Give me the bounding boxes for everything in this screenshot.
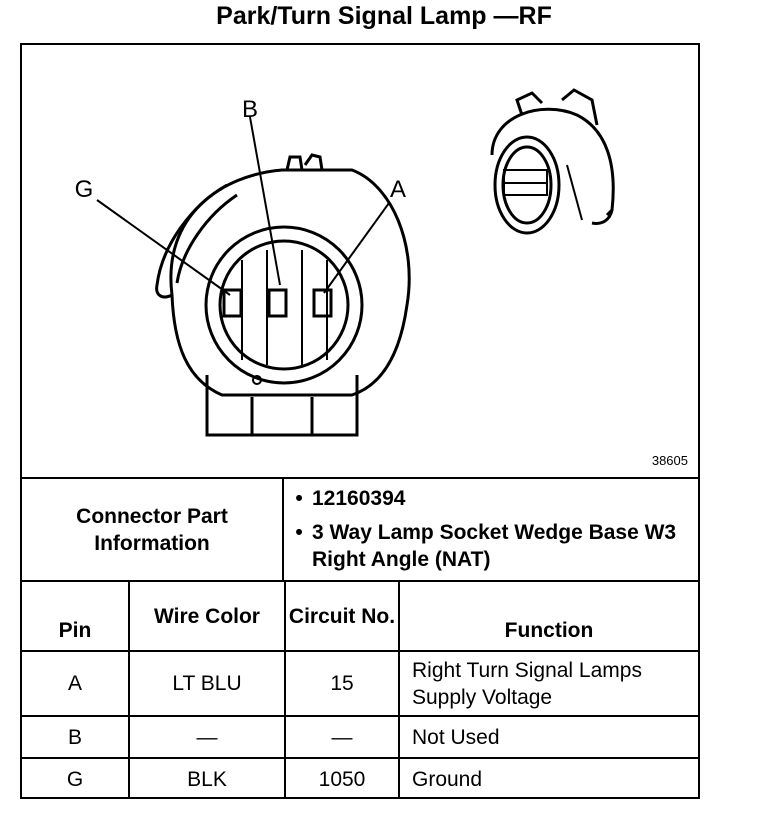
- connector-sheet: B G A 38605 Connector Part Information •…: [20, 43, 700, 799]
- table-row-function: Right Turn Signal Lamps Supply Voltage: [412, 658, 642, 709]
- header-circuit-no: Circuit No.: [288, 604, 396, 628]
- header-wire-color: Wire Color: [154, 604, 260, 628]
- table-row-circuit: 15: [330, 672, 354, 695]
- pin-label-a: A: [390, 176, 406, 203]
- table-row-wire-color: LT BLU: [172, 672, 242, 695]
- divider: [128, 582, 130, 799]
- divider: [22, 650, 698, 652]
- divider: [22, 580, 698, 582]
- pin-label-g: G: [75, 176, 94, 203]
- page-title: Park/Turn Signal Lamp —RF: [216, 2, 552, 30]
- bullet-icon: •: [295, 487, 303, 510]
- table-row-circuit: —: [331, 725, 353, 749]
- connector-diagram: B G A 38605: [22, 45, 698, 479]
- table-row-function: Ground: [412, 767, 483, 791]
- part-number: 12160394: [312, 487, 406, 510]
- table-row-pin: A: [67, 672, 82, 695]
- figure-number: 38605: [651, 453, 688, 468]
- table-row-pin: B: [67, 725, 82, 749]
- connector-info-bullets: • 12160394 • 3 Way Lamp Socket Wedge Bas…: [286, 485, 696, 580]
- table-row-function: Not Used: [412, 725, 500, 749]
- table-row-circuit: 1050: [318, 767, 366, 791]
- connector-description: 3 Way Lamp Socket Wedge Base W3 Right An…: [312, 521, 677, 571]
- divider: [398, 582, 400, 799]
- table-row-wire-color: —: [196, 725, 218, 749]
- table-row-pin: G: [66, 767, 84, 791]
- header-function: Function: [504, 619, 594, 642]
- table-row-wire-color: BLK: [187, 767, 227, 791]
- header-pin: Pin: [58, 619, 92, 642]
- bullet-icon: •: [295, 521, 303, 544]
- connector-drawing: B G A: [75, 88, 615, 437]
- connector-info-label: Connector Part Information: [76, 504, 228, 555]
- connector-info-item: • 3 Way Lamp Socket Wedge Base W3 Right …: [286, 519, 696, 573]
- divider: [22, 757, 698, 759]
- divider: [282, 479, 284, 580]
- pin-label-b: B: [242, 96, 258, 123]
- connector-info-item: • 12160394: [286, 485, 696, 512]
- divider: [22, 715, 698, 717]
- divider: [284, 582, 286, 799]
- divider: [22, 477, 698, 479]
